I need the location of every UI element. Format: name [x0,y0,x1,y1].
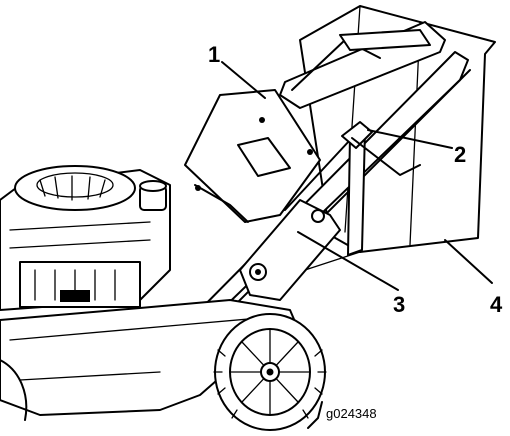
handle-bracket [239,121,421,301]
engine [0,165,171,311]
callout-4: 4 [490,292,503,317]
figure-id: g024348 [326,406,377,421]
leader-lines [221,61,493,429]
control-panel [184,89,321,223]
callout-2: 2 [454,142,466,167]
callout-1: 1 [208,42,220,67]
rear-wheel [213,313,327,431]
callout-3: 3 [393,292,405,317]
